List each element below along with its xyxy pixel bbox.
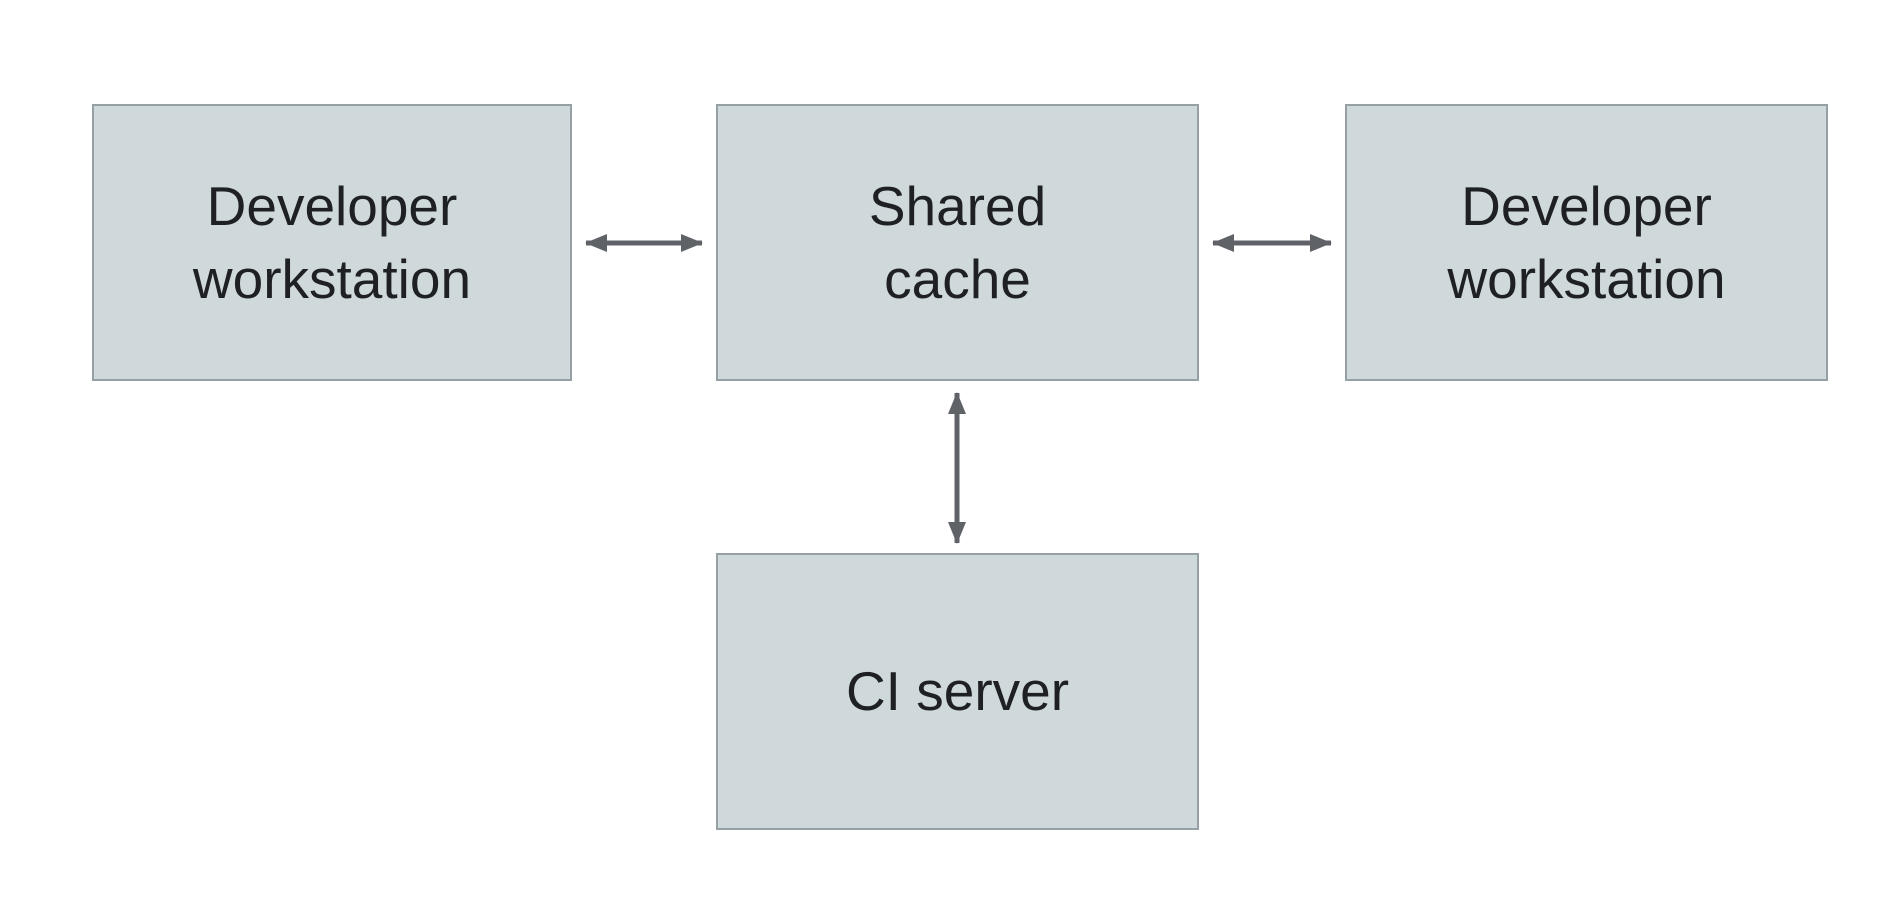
node-ci-server: CI server — [716, 553, 1199, 830]
node-developer-workstation-left: Developer workstation — [92, 104, 572, 381]
node-label: CI server — [845, 660, 1070, 723]
node-label: Developer workstation — [1447, 174, 1726, 310]
node-shared-cache: Shared cache — [716, 104, 1199, 381]
node-developer-workstation-right: Developer workstation — [1345, 104, 1828, 381]
node-label: Developer workstation — [192, 174, 472, 310]
node-label: Shared cache — [868, 174, 1047, 310]
